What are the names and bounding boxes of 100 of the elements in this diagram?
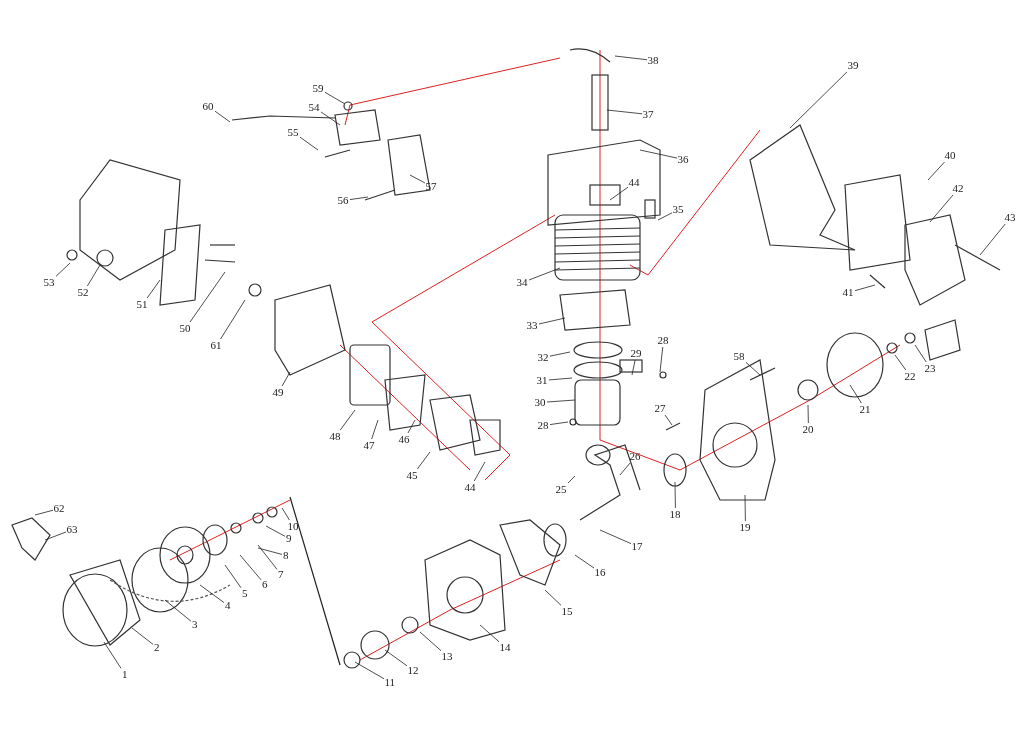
callout-number: 61 — [209, 339, 223, 352]
leader-line — [548, 377, 573, 381]
leader-line — [574, 554, 595, 569]
callout-number: 25 — [554, 483, 568, 496]
leader-line — [549, 421, 569, 425]
callout-number: 48 — [328, 430, 342, 443]
leader-line — [103, 641, 122, 669]
leader-line — [927, 161, 945, 181]
leader-line — [55, 262, 71, 277]
callout-number: 36 — [676, 153, 690, 166]
callout-number: 52 — [76, 286, 90, 299]
leader-line — [567, 475, 576, 484]
callout-number: 38 — [646, 54, 660, 67]
callout-number: 8 — [282, 549, 290, 562]
leader-line — [281, 507, 290, 521]
callout-number: 37 — [641, 108, 655, 121]
leader-line — [599, 529, 632, 545]
callout-number: 44 — [463, 481, 477, 494]
callout-number: 22 — [903, 370, 917, 383]
leader-line — [224, 564, 242, 589]
callout-number: 34 — [515, 276, 529, 289]
leader-line — [614, 55, 648, 61]
leader-line — [87, 264, 101, 287]
leader-line — [324, 91, 346, 105]
callout-number: 46 — [397, 433, 411, 446]
leader-line — [473, 461, 486, 482]
callout-number: 42 — [951, 182, 965, 195]
leader-line — [281, 371, 291, 387]
callout-number: 33 — [525, 319, 539, 332]
leader-line — [320, 111, 341, 126]
callout-number: 56 — [336, 194, 350, 207]
callout-number: 60 — [201, 100, 215, 113]
leader-line — [609, 186, 629, 201]
callout-number: 20 — [801, 423, 815, 436]
callout-number: 50 — [178, 322, 192, 335]
leader-line — [164, 599, 192, 622]
leader-line — [299, 136, 319, 151]
leader-line — [239, 554, 262, 581]
callout-number: 63 — [65, 523, 79, 536]
callout-number: 32 — [536, 351, 550, 364]
callout-number: 62 — [52, 502, 66, 515]
leader-line — [894, 354, 907, 371]
leader-line — [929, 194, 954, 223]
leader-line — [914, 344, 927, 363]
leader-line — [265, 525, 286, 537]
leader-line — [546, 399, 576, 403]
leader-line — [371, 419, 379, 440]
leader-line — [528, 267, 561, 281]
leader-line — [479, 624, 500, 643]
callout-number: 7 — [277, 568, 285, 581]
callout-number: 35 — [671, 203, 685, 216]
leader-line — [979, 223, 1006, 256]
leader-line — [257, 544, 278, 570]
callout-number: 45 — [405, 469, 419, 482]
callout-number: 15 — [560, 605, 574, 618]
leader-line — [349, 196, 369, 200]
leader-line — [619, 462, 631, 476]
callout-number: 18 — [668, 508, 682, 521]
leader-line — [44, 531, 67, 541]
callout-number: 10 — [286, 520, 300, 533]
callout-number: 13 — [440, 650, 454, 663]
callout-number: 47 — [362, 439, 376, 452]
callout-number: 28 — [656, 334, 670, 347]
callout-number: 40 — [943, 149, 957, 162]
leader-line — [606, 109, 643, 115]
leader-line — [745, 361, 761, 376]
callout-number: 51 — [135, 298, 149, 311]
callout-number: 3 — [191, 618, 199, 631]
callout-number: 31 — [535, 374, 549, 387]
callout-number: 26 — [628, 450, 642, 463]
leader-line — [199, 584, 225, 603]
leader-line — [659, 346, 664, 373]
callout-number: 53 — [42, 276, 56, 289]
callout-number: 57 — [424, 180, 438, 193]
callout-number: 58 — [732, 350, 746, 363]
callout-number: 27 — [653, 402, 667, 415]
leader-line — [849, 384, 862, 404]
leader-line — [674, 481, 676, 509]
leader-line — [384, 649, 408, 667]
leader-line — [146, 279, 161, 299]
leader-line — [419, 631, 442, 652]
callout-number: 41 — [841, 286, 855, 299]
callout-number: 43 — [1003, 211, 1017, 224]
leader-line — [189, 271, 226, 323]
leader-line — [789, 71, 848, 129]
leader-line — [639, 149, 678, 159]
callout-number: 28 — [536, 419, 550, 432]
callout-number: 11 — [383, 676, 397, 689]
callout-number: 4 — [224, 599, 232, 612]
leader-line — [549, 351, 571, 357]
leader-line — [407, 419, 416, 434]
leader-line — [854, 284, 876, 292]
callout-number: 19 — [738, 521, 752, 534]
callout-number: 29 — [629, 347, 643, 360]
callout-number: 30 — [533, 396, 547, 409]
callout-number: 54 — [307, 101, 321, 114]
leader-line — [131, 627, 154, 645]
leader-line — [631, 359, 636, 376]
callout-number: 2 — [153, 641, 161, 654]
leader-line — [257, 547, 283, 555]
